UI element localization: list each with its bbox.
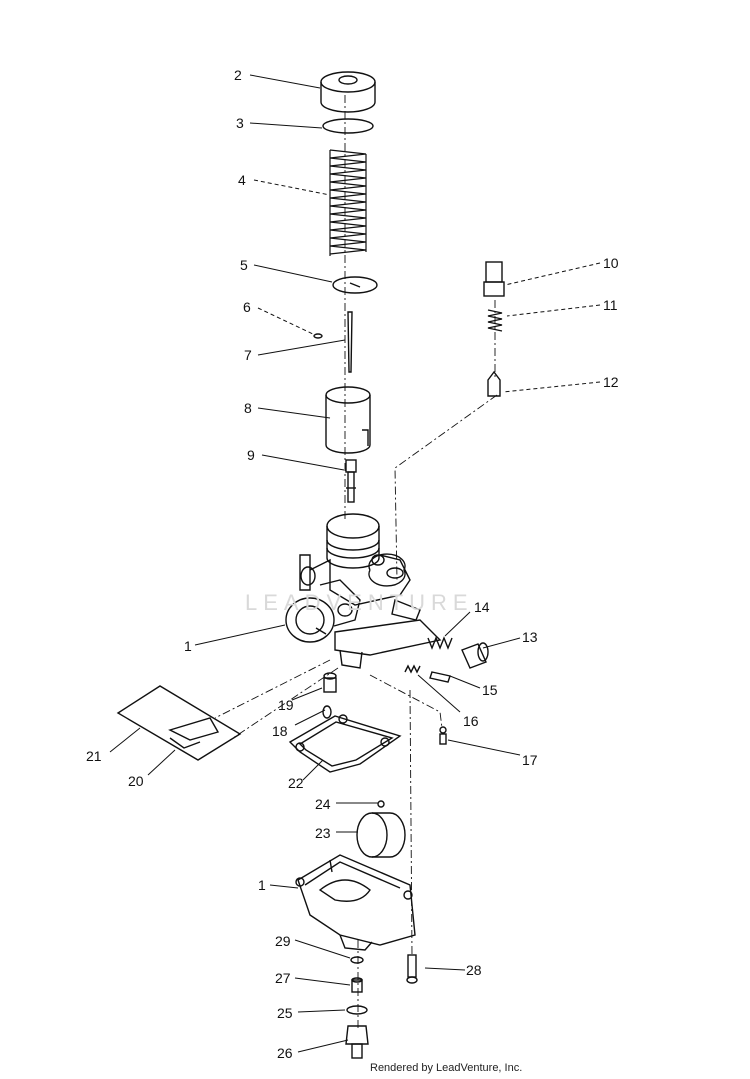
watermark-text: LEADVENTURE [245, 590, 474, 615]
callout-29: 29 [275, 933, 291, 949]
part-float-bowl [295, 854, 416, 951]
part-pilot-screw [429, 671, 451, 683]
part-idle-screw [461, 642, 489, 669]
callout-17: 17 [522, 752, 538, 768]
callout-8: 8 [244, 400, 252, 416]
callout-19: 19 [278, 697, 294, 713]
part-fitting-27 [351, 977, 363, 993]
part-bowl-gasket [288, 714, 402, 773]
part-clip [313, 333, 323, 339]
part-cable-adjuster [483, 261, 505, 297]
part-float-pin [377, 800, 385, 808]
callout-13: 13 [522, 629, 538, 645]
callout-21: 21 [86, 748, 102, 764]
callout-23: 23 [315, 825, 331, 841]
callout-18: 18 [272, 723, 288, 739]
callout-6: 6 [243, 299, 251, 315]
leader-lines [109, 74, 601, 1053]
callout-24: 24 [315, 796, 331, 812]
part-main-jet [323, 672, 337, 693]
callout-28: 28 [466, 962, 482, 978]
part-spring [329, 149, 367, 256]
part-drain-plug-26 [345, 1025, 369, 1059]
callout-11: 11 [603, 297, 618, 313]
part-idle-spring [427, 636, 453, 650]
callout-27: 27 [275, 970, 291, 986]
callout-4: 4 [238, 172, 246, 188]
part-bowl-screw [406, 954, 418, 984]
part-needle-jet [345, 459, 357, 503]
part-washer [322, 118, 374, 134]
callout-22: 22 [288, 775, 304, 791]
part-pilot-spring [404, 664, 421, 674]
part-o-ring-small [322, 705, 332, 719]
callout-9: 9 [247, 447, 255, 463]
part-o-ring-25 [346, 1005, 368, 1015]
part-retainer-plate [332, 276, 378, 294]
render-credit: Rendered by LeadVenture, Inc. [370, 1062, 523, 1074]
part-float [356, 812, 406, 858]
part-needle [347, 311, 353, 373]
callout-2: 2 [234, 67, 242, 83]
callout-14: 14 [474, 599, 490, 615]
part-small-spring [487, 309, 503, 332]
callout-1-upper: 1 [184, 638, 192, 654]
callout-3: 3 [236, 115, 244, 131]
part-throttle-slide [325, 386, 371, 454]
callout-5: 5 [240, 257, 248, 273]
callout-16: 16 [463, 713, 479, 729]
callout-20: 20 [128, 773, 144, 789]
callout-1-lower: 1 [258, 877, 266, 893]
callout-26: 26 [277, 1045, 293, 1061]
callout-15: 15 [482, 682, 498, 698]
part-drain-screw [439, 726, 447, 745]
part-cap [320, 71, 376, 113]
part-boot [487, 370, 501, 397]
part-carburetor-body [285, 513, 442, 669]
assembly-axes [214, 95, 498, 1030]
callout-25: 25 [277, 1005, 293, 1021]
callout-10: 10 [603, 255, 619, 271]
callout-7: 7 [244, 347, 252, 363]
callout-12: 12 [603, 374, 619, 390]
part-hose-gasket [116, 685, 242, 761]
part-washer-29 [350, 956, 364, 964]
